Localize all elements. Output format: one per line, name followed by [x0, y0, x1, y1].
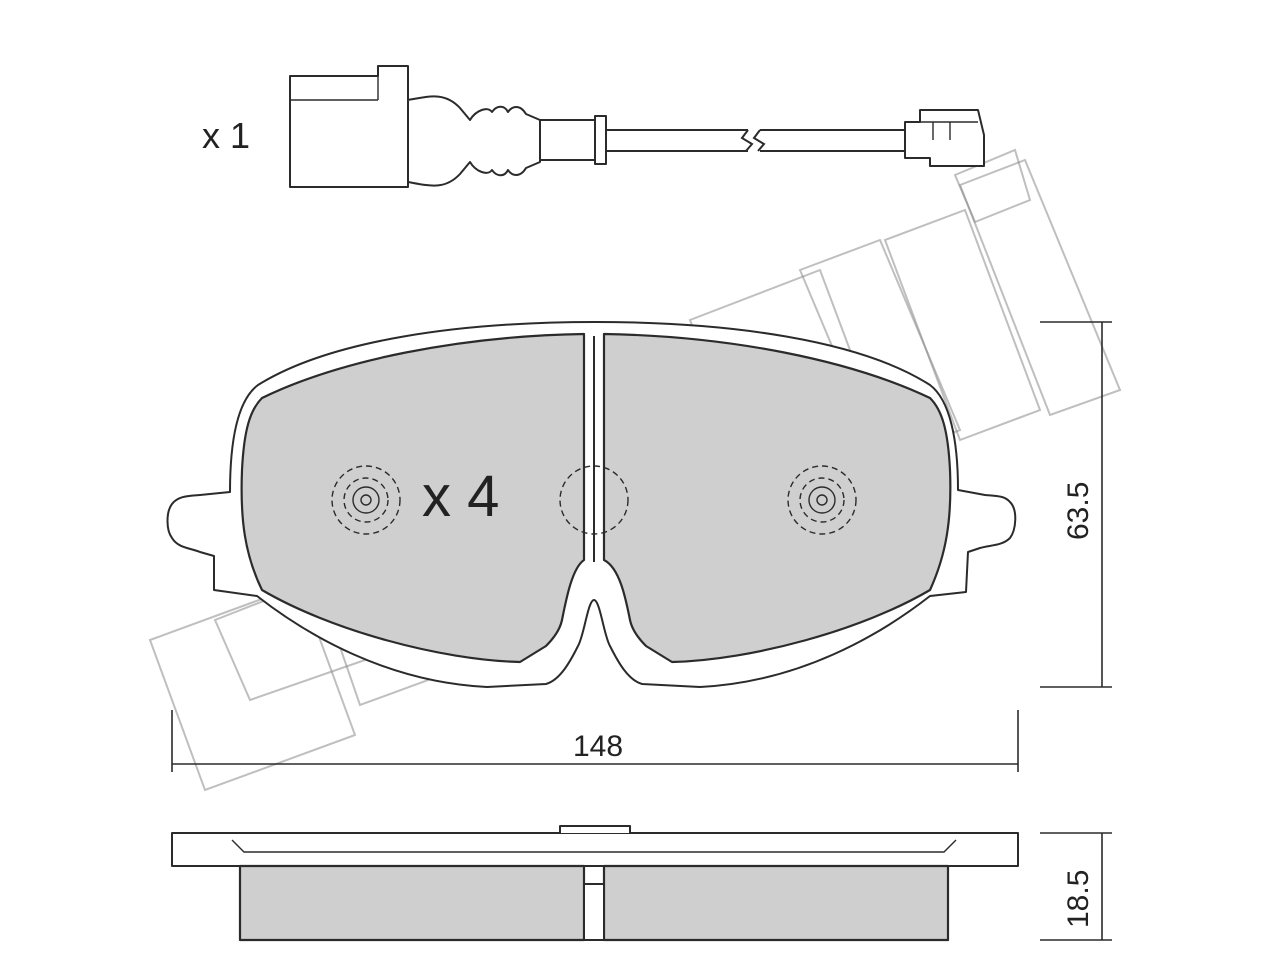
left-shim-marker — [331, 465, 401, 535]
side-friction-material — [238, 864, 586, 942]
pad-quantity-label: x 4 — [422, 464, 499, 529]
sensor-quantity-label: x 1 — [202, 115, 250, 156]
height-dimension: 63.5 — [1040, 321, 1112, 688]
side-backing-plate — [171, 832, 1019, 867]
friction-material-right — [602, 332, 952, 664]
brake-pad-front-view: x 4 — [166, 321, 1017, 688]
friction-material — [240, 332, 586, 664]
sensor-probe — [904, 109, 985, 167]
brake-pad-side-view — [171, 825, 1019, 942]
sensor-ferrule — [594, 115, 607, 165]
thickness-dimension: 18.5 — [1040, 832, 1112, 941]
thickness-value: 18.5 — [1062, 870, 1095, 928]
side-friction-material-right — [602, 864, 950, 942]
sensor-wire-right — [760, 129, 905, 152]
sensor-boot — [407, 95, 541, 187]
side-wear-indicator-tab — [559, 825, 631, 833]
height-value: 63.5 — [1062, 482, 1095, 540]
sensor-sleeve — [539, 119, 596, 161]
wear-sensor: x 1 — [202, 65, 985, 188]
width-dimension: 148 — [171, 710, 1019, 772]
sensor-connector — [289, 65, 409, 188]
sensor-wire-break — [740, 129, 766, 152]
sensor-wire-left — [606, 129, 748, 152]
right-shim-marker — [787, 465, 857, 535]
center-dashed-circle — [559, 465, 629, 535]
width-value: 148 — [573, 730, 623, 763]
